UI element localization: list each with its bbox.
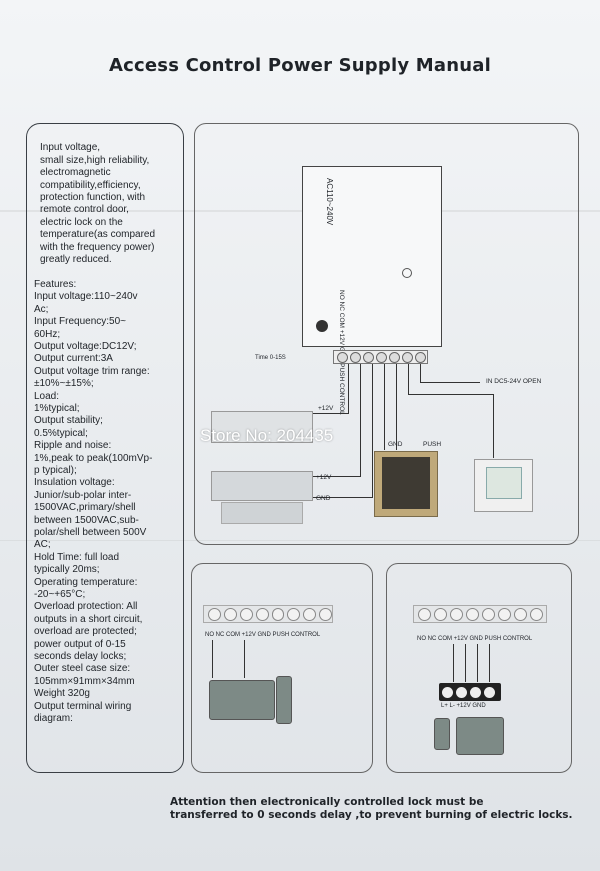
- push-label: PUSH: [423, 441, 442, 448]
- spec-intro: Input voltage, small size,high reliabili…: [40, 142, 156, 266]
- terminal-screw-icon: [350, 351, 361, 363]
- electric-lock-keeper-image: [276, 676, 292, 724]
- exit-button-icon: [486, 467, 522, 499]
- wire: [408, 364, 409, 394]
- wire: [477, 644, 478, 682]
- wire: [372, 364, 373, 497]
- terminal-screw-icon: [223, 607, 237, 621]
- electric-lock-keeper-image: [434, 718, 450, 750]
- terminal-screw-icon: [514, 607, 527, 621]
- armature-plate-image: [221, 502, 303, 524]
- keypad-buttons-icon: [382, 457, 430, 509]
- store-watermark: Store No: 204435: [200, 426, 334, 445]
- terminal-screw-icon: [530, 607, 543, 621]
- terminal-screw-icon: [415, 351, 426, 363]
- plus-12v-label-bottom: +12V: [316, 474, 332, 481]
- terminal-screw-icon: [271, 607, 285, 621]
- terminal-screw-icon: [482, 607, 495, 621]
- spec-box: [26, 123, 184, 773]
- terminal-screw-icon: [363, 351, 374, 363]
- terminal-block-right: [413, 605, 547, 623]
- wire: [212, 640, 213, 678]
- terminal-screw-icon: [402, 351, 413, 363]
- spec-text: Input voltage, small size,high reliabili…: [34, 130, 182, 738]
- wire: [453, 644, 454, 682]
- manual-title: Access Control Power Supply Manual: [109, 55, 491, 76]
- ac-input-label: AC110~240V: [325, 178, 334, 226]
- gnd-label-keypad: GND: [388, 441, 403, 448]
- wire: [312, 497, 373, 498]
- wire: [244, 640, 245, 678]
- electric-lock-image: [456, 717, 504, 755]
- dc-open-label: IN DC5-24V OPEN: [486, 378, 542, 385]
- led-indicator-icon: [402, 268, 412, 278]
- terminal-screw-icon: [376, 351, 387, 363]
- spec-features: Features: Input voltage:110~240v Ac; Inp…: [34, 278, 153, 725]
- wire: [408, 394, 493, 395]
- wire: [348, 364, 349, 414]
- terminal-screw-icon: [239, 607, 253, 621]
- attention-note: Attention then electronically controlled…: [170, 796, 573, 821]
- electric-lock-image: [209, 680, 275, 720]
- terminal-screw-icon: [337, 351, 348, 363]
- terminal-screw-icon: [287, 607, 301, 621]
- terminal-screw-icon: [450, 607, 463, 621]
- wire: [465, 644, 466, 682]
- terminal-screw-icon: [418, 607, 431, 621]
- terminal-screw-icon: [442, 686, 453, 698]
- terminal-screw-icon: [319, 607, 332, 621]
- wire: [420, 364, 421, 382]
- terminal-labels-right: NO NC COM +12V GND PUSH CONTROL: [417, 636, 533, 642]
- wire: [312, 476, 361, 477]
- magnetic-lock-image: [211, 411, 313, 443]
- brand-logo-icon: [316, 320, 328, 332]
- wire: [396, 364, 397, 450]
- time-label: Time 0-15S: [255, 355, 286, 361]
- wire: [384, 364, 385, 450]
- plus-12v-label-top: +12V: [318, 405, 334, 412]
- terminal-screw-icon: [498, 607, 511, 621]
- lock-terminal-labels: L+ L- +12V GND: [441, 703, 486, 709]
- lower-right-wiring-panel: [386, 563, 572, 773]
- terminal-screw-icon: [466, 607, 479, 621]
- terminal-strip: [333, 350, 428, 364]
- wire: [493, 394, 494, 458]
- paper-fold-lower: [0, 540, 600, 541]
- gnd-label: GND: [316, 495, 331, 502]
- wire: [312, 413, 349, 414]
- lower-left-wiring-panel: [191, 563, 373, 773]
- terminal-screw-icon: [255, 607, 269, 621]
- terminal-screw-icon: [484, 686, 495, 698]
- terminal-screw-icon: [456, 686, 467, 698]
- terminal-screw-icon: [434, 607, 447, 621]
- wire: [360, 364, 361, 476]
- terminal-labels-left: NO NC COM +12V GND PUSH CONTROL: [205, 632, 321, 638]
- terminal-screw-icon: [303, 607, 317, 621]
- power-supply-unit: [302, 166, 442, 347]
- terminal-screw-icon: [208, 607, 221, 621]
- magnetic-lock-image: [211, 471, 313, 501]
- paper-fold: [0, 210, 600, 212]
- terminal-screw-icon: [389, 351, 400, 363]
- wire: [489, 644, 490, 682]
- terminal-block-left: [203, 605, 333, 623]
- terminal-screw-icon: [470, 686, 481, 698]
- lock-terminal-block: [439, 683, 501, 701]
- wiring-diagram-panel: [194, 123, 579, 545]
- wire: [420, 382, 480, 383]
